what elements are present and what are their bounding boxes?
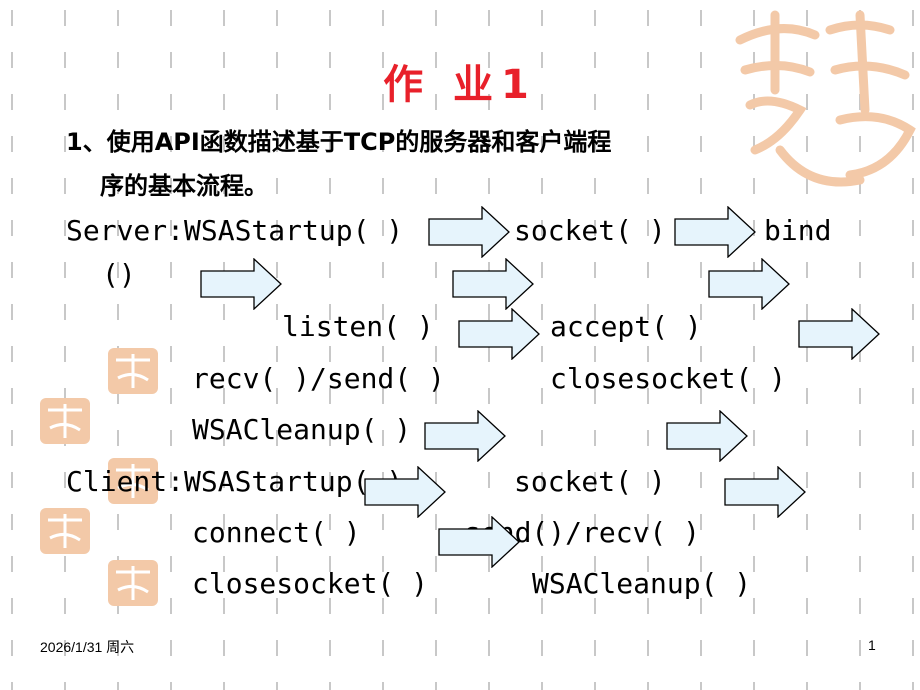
decorative-seal-small [40, 398, 90, 444]
server-socket: socket( ) [514, 214, 666, 247]
arrow-right-icon [364, 466, 446, 518]
client-startup: Client:WSAStartup( ) [66, 465, 404, 498]
arrow-right-icon [424, 410, 506, 462]
server-startup: Server:WSAStartup( ) [66, 214, 404, 247]
client-connect: connect( ) [192, 516, 361, 549]
arrow-right-icon [200, 258, 282, 310]
decorative-seal-small [108, 348, 158, 394]
server-recv-send: recv( )/send( ) [192, 362, 445, 395]
decorative-seal-small [108, 458, 158, 504]
server-listen: listen( ) [282, 310, 434, 343]
server-bind: bind [764, 214, 832, 247]
client-closesocket: closesocket( ) [192, 567, 429, 600]
arrow-right-icon [724, 466, 806, 518]
client-socket: socket( ) [514, 465, 666, 498]
decorative-seal-large [735, 10, 916, 187]
arrow-right-icon [452, 258, 534, 310]
server-accept: accept( ) [550, 310, 702, 343]
arrow-right-icon [708, 258, 790, 310]
slide-title: 作 业1 [383, 62, 537, 108]
footer-date: 2026/1/31 周六 [40, 639, 135, 655]
client-cleanup: WSACleanup( ) [532, 567, 752, 600]
question-line-1: 1、使用API函数描述基于TCP的服务器和客户端程 [66, 128, 612, 156]
arrow-right-icon [438, 516, 520, 568]
question-line-2: 序的基本流程。 [100, 172, 268, 200]
server-bind-paren: () [102, 258, 136, 291]
arrow-right-icon [798, 308, 880, 360]
arrow-right-icon [674, 206, 756, 258]
arrow-right-icon [666, 410, 748, 462]
server-cleanup: WSACleanup( ) [192, 413, 412, 446]
decorative-seal-small [40, 508, 90, 554]
decorative-seal-small [108, 560, 158, 606]
footer-page-number: 1 [868, 637, 876, 653]
arrow-right-icon [458, 308, 540, 360]
arrow-right-icon [428, 206, 510, 258]
server-closesocket: closesocket( ) [550, 362, 787, 395]
